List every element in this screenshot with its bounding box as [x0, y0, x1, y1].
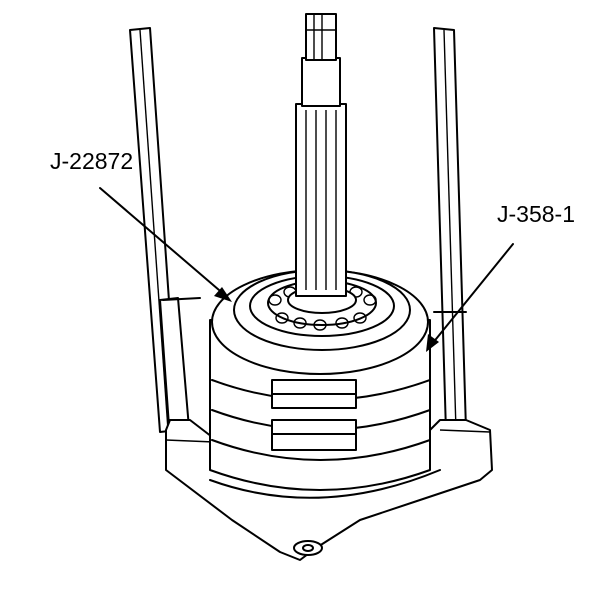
press-left-post [129, 27, 201, 441]
leader-j-22872 [99, 187, 232, 302]
callout-label-j-22872: J-22872 [50, 148, 134, 174]
output-shaft [295, 13, 347, 297]
callout-label-j-358-1: J-358-1 [497, 201, 575, 227]
leader-j-358-1 [426, 243, 514, 352]
press-right-post [433, 27, 467, 433]
